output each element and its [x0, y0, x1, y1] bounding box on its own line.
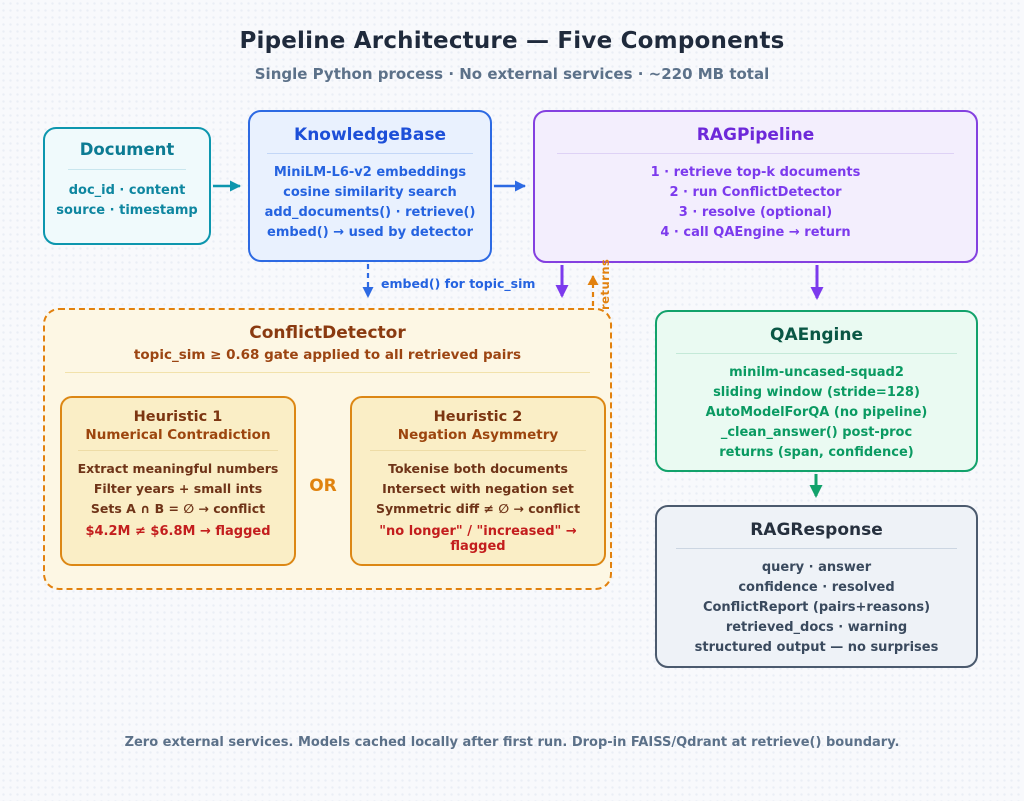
qaengine-line: returns (span, confidence)	[719, 445, 914, 460]
divider	[557, 153, 954, 154]
heuristic1-subtitle: Numerical Contradiction	[85, 427, 271, 443]
heuristic1-flagged-example: $4.2M ≠ $6.8M → flagged	[85, 524, 271, 539]
heuristic2-line: Intersect with negation set	[382, 481, 574, 496]
heuristic1-line: Filter years + small ints	[93, 481, 263, 496]
document-box: Document doc_id · content source · times…	[43, 127, 211, 245]
page-footer: Zero external services. Models cached lo…	[124, 735, 900, 750]
knowledgebase-title: KnowledgeBase	[294, 125, 446, 145]
qaengine-box: QAEngine minilm-uncased-squad2 sliding w…	[655, 310, 978, 472]
page-subtitle: Single Python process · No external serv…	[254, 65, 770, 83]
divider	[676, 548, 957, 549]
document-line: doc_id · content	[68, 183, 186, 198]
page-title: Pipeline Architecture — Five Components	[239, 28, 785, 54]
ragresponse-line: query · answer	[761, 560, 872, 575]
heuristic1-line: Extract meaningful numbers	[77, 461, 279, 476]
ragresponse-box: RAGResponse query · answer confidence · …	[655, 505, 978, 668]
divider	[369, 450, 587, 451]
knowledgebase-line: embed() → used by detector	[267, 225, 473, 240]
heuristic1-line: Sets A ∩ B = ∅ → conflict	[90, 501, 266, 516]
ragpipeline-step: 2 · run ConflictDetector	[669, 185, 842, 200]
qaengine-line: _clean_answer() post-proc	[720, 425, 913, 440]
heuristic2-line: Symmetric diff ≠ ∅ → conflict	[375, 501, 581, 516]
heuristic2-line: Tokenise both documents	[388, 461, 568, 476]
knowledgebase-line: MiniLM-L6-v2 embeddings	[273, 165, 467, 180]
or-label: OR	[309, 476, 337, 496]
embed-edge-label: embed() for topic_sim	[381, 276, 536, 291]
qaengine-line: minilm-uncased-squad2	[729, 365, 904, 380]
ragresponse-line: ConflictReport (pairs+reasons)	[702, 600, 931, 615]
heuristic2-title: Heuristic 2	[433, 409, 523, 425]
knowledgebase-line: add_documents() · retrieve()	[264, 205, 476, 220]
heuristic2-flagged-example: "no longer" / "increased" → flagged	[379, 524, 577, 554]
divider	[64, 372, 591, 373]
knowledgebase-line: cosine similarity search	[283, 185, 457, 200]
document-title: Document	[79, 140, 175, 159]
divider	[676, 353, 957, 354]
ragpipeline-step: 3 · resolve (optional)	[678, 205, 833, 220]
ragresponse-line: retrieved_docs · warning	[725, 620, 908, 635]
ragresponse-line: confidence · resolved	[738, 580, 895, 595]
ragpipeline-step: 1 · retrieve top-k documents	[650, 165, 861, 180]
divider	[78, 450, 278, 451]
ragpipeline-step: 4 · call QAEngine → return	[660, 225, 851, 240]
divider	[266, 153, 474, 154]
qaengine-line: AutoModelForQA (no pipeline)	[705, 405, 928, 420]
ragpipeline-title: RAGPipeline	[696, 125, 815, 145]
ragpipeline-box: RAGPipeline 1 · retrieve top-k documents…	[533, 110, 978, 263]
divider	[67, 169, 187, 170]
document-line: source · timestamp	[56, 203, 198, 218]
conflictdetector-title: ConflictDetector	[249, 323, 406, 343]
qaengine-line: sliding window (stride=128)	[713, 385, 920, 400]
ragresponse-line: structured output — no surprises	[694, 640, 939, 655]
qaengine-title: QAEngine	[770, 325, 863, 345]
returns-edge-label: returns	[598, 258, 612, 310]
heuristic2-subtitle: Negation Asymmetry	[397, 427, 559, 443]
heuristic1-title: Heuristic 1	[133, 409, 223, 425]
ragresponse-title: RAGResponse	[750, 520, 883, 540]
heuristic2-box: Heuristic 2 Negation Asymmetry Tokenise …	[350, 396, 606, 566]
heuristic1-box: Heuristic 1 Numerical Contradiction Extr…	[60, 396, 296, 566]
conflictdetector-subtitle: topic_sim ≥ 0.68 gate applied to all ret…	[133, 347, 522, 363]
knowledgebase-box: KnowledgeBase MiniLM-L6-v2 embeddings co…	[248, 110, 492, 262]
